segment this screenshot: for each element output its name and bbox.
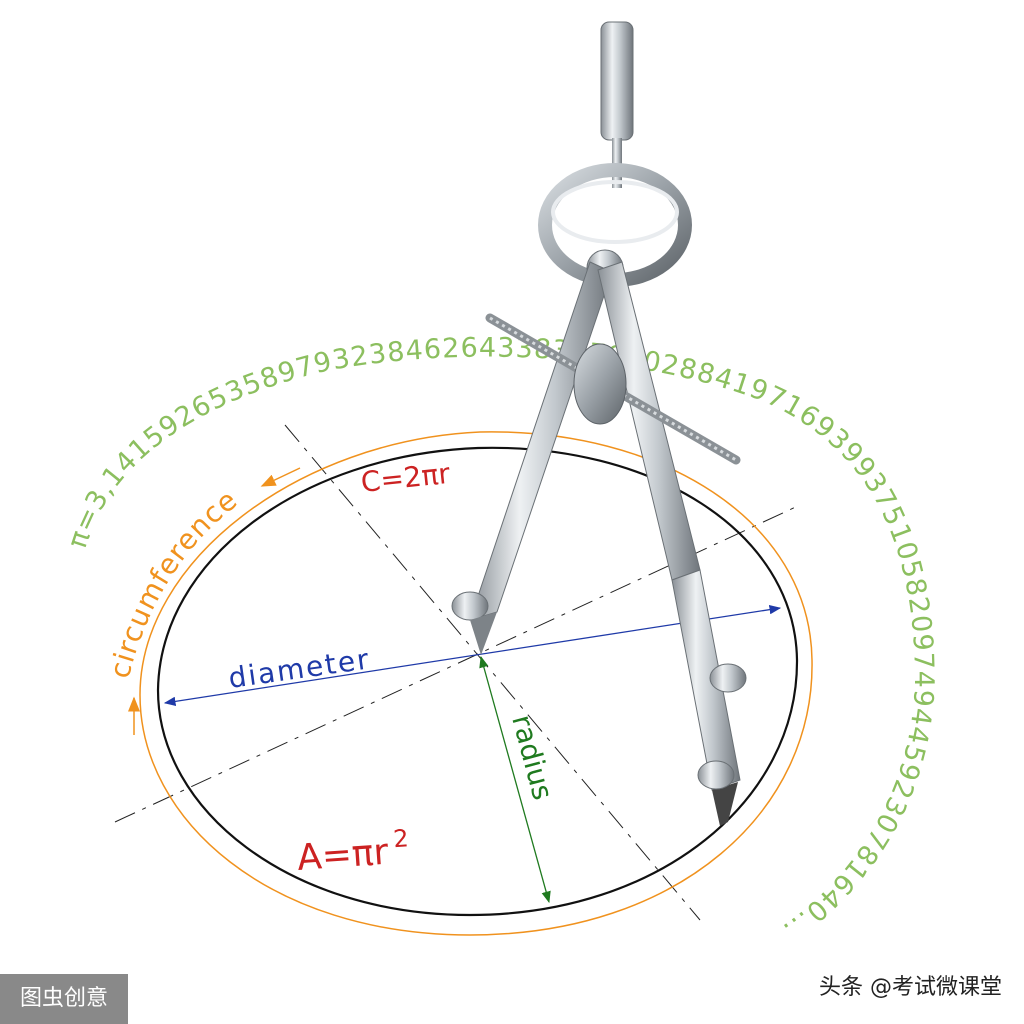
diameter-line: [163, 604, 782, 707]
main-circle: [156, 446, 799, 917]
area-formula-exponent: 2: [392, 824, 409, 853]
circumference-ring: [139, 431, 813, 936]
watermark-right: 头条 @考试微课堂: [819, 975, 1002, 1000]
watermark-left: 图虫创意: [0, 974, 128, 1024]
area-formula-main: A=πr: [296, 832, 390, 879]
circumference-label: circumference: [103, 483, 244, 682]
pi-digits-text: π=3,141592653589793238462643383279502884…: [62, 333, 938, 947]
radius-line: [479, 655, 551, 904]
circumference-arrow-top: [260, 467, 301, 487]
drawing-compass-icon: [451, 21, 747, 826]
circumference-formula: C=2πr: [359, 457, 452, 499]
circumference-text: circumference: [103, 483, 243, 682]
radius-label: radius: [505, 711, 559, 803]
pi-digits-label: π=3,141592653589793238462643383279502884…: [62, 333, 939, 947]
diameter-label: diameter: [226, 642, 372, 695]
